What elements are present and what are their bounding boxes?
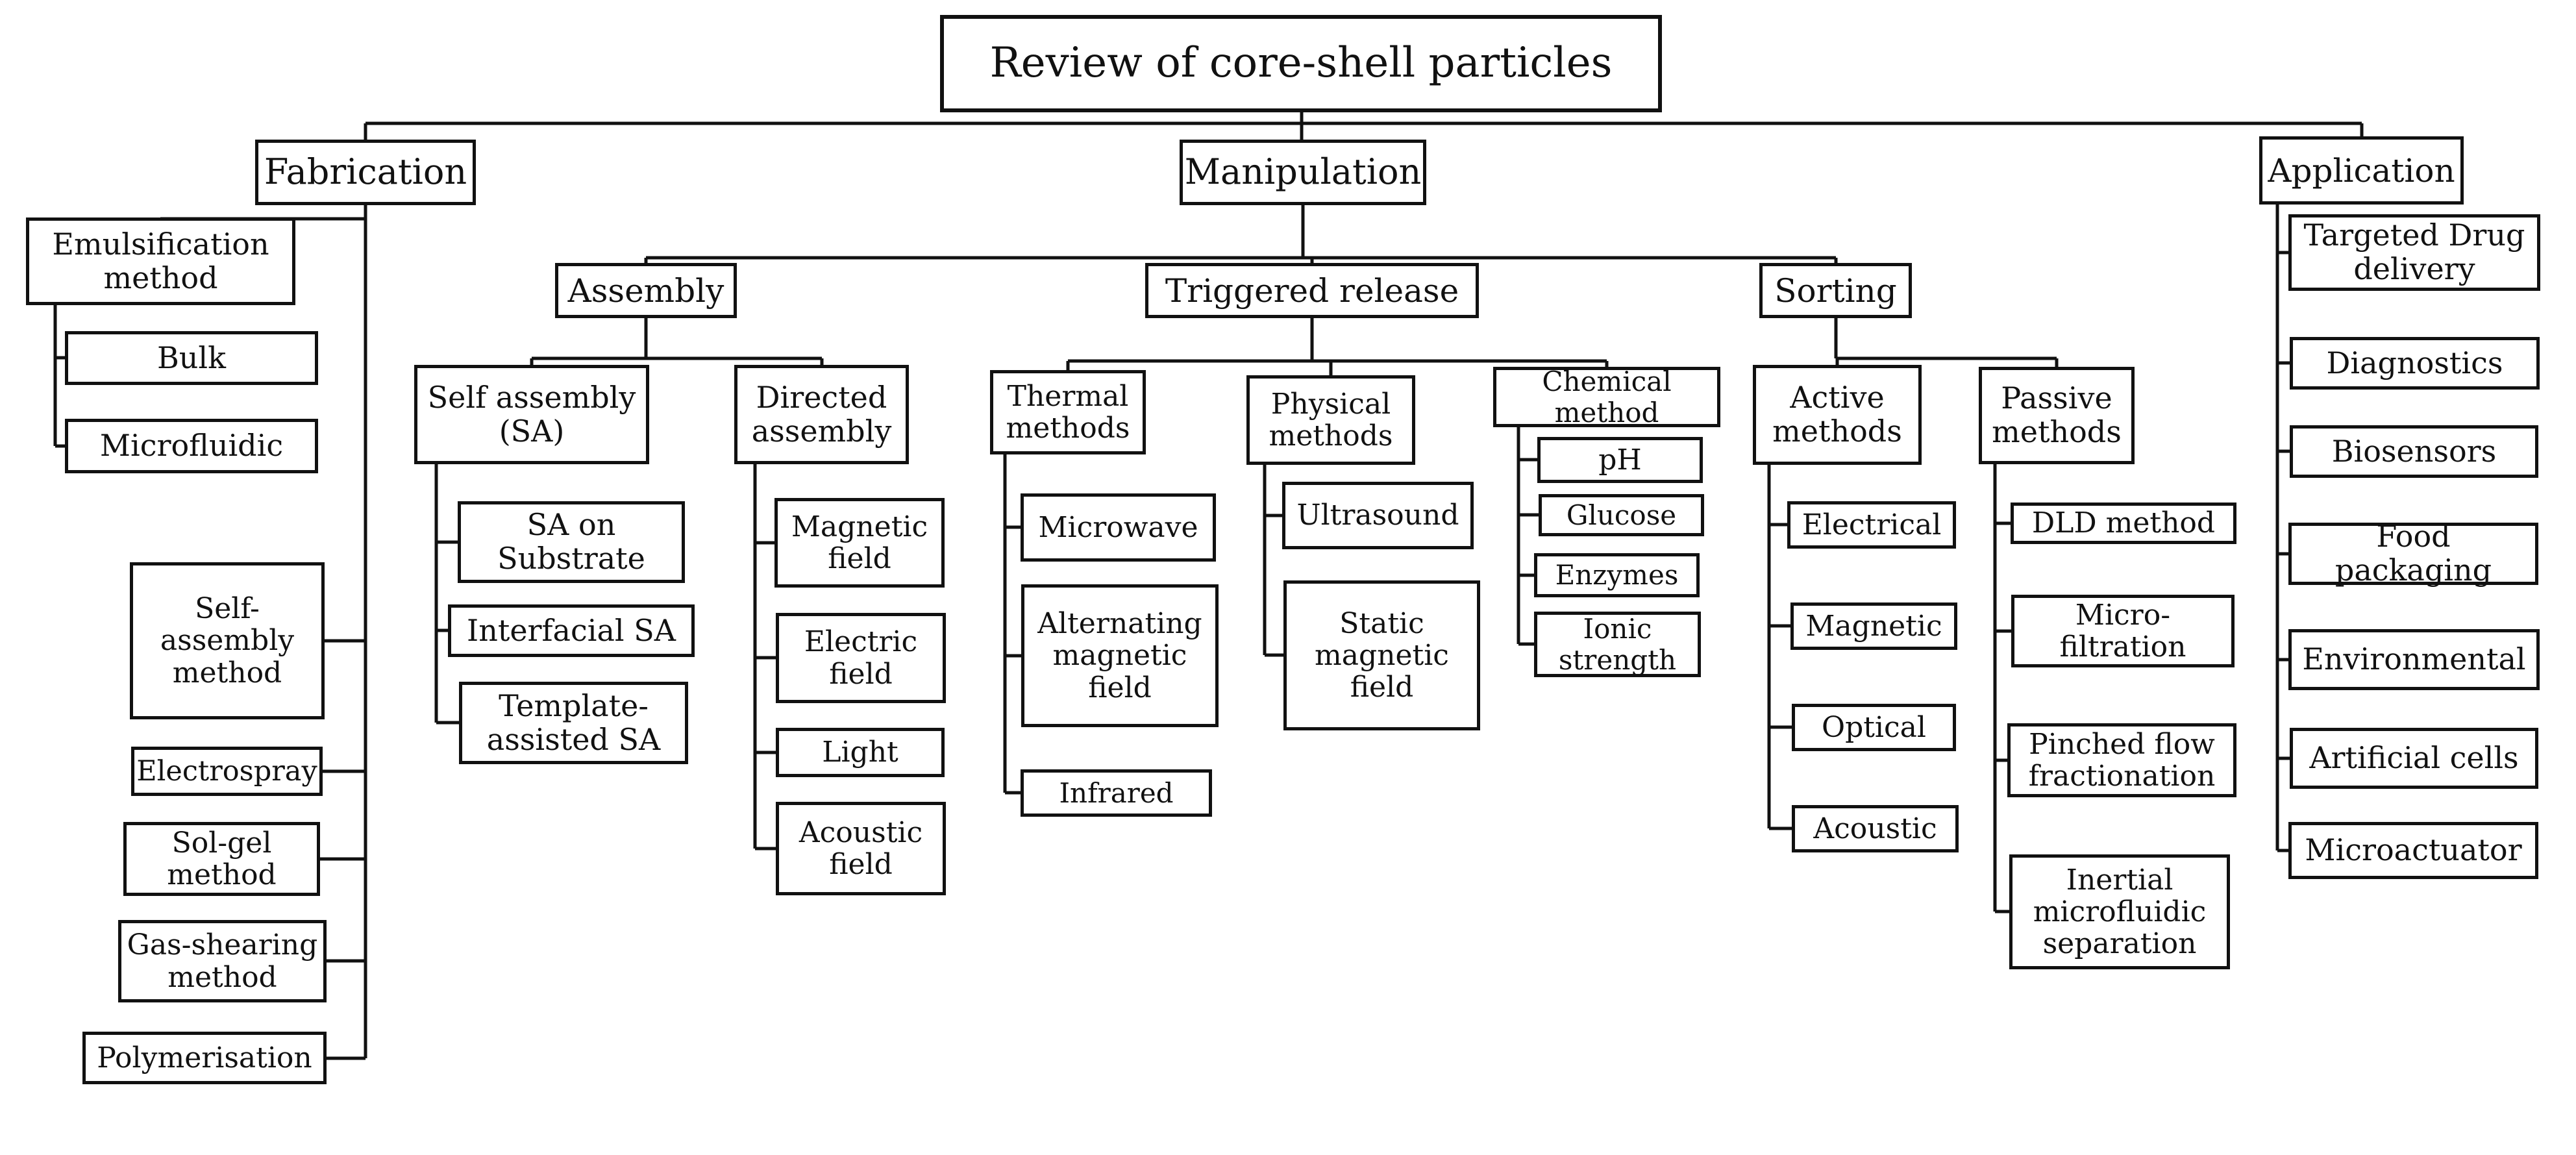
node-dld-method: DLD method bbox=[2011, 503, 2236, 544]
node-gas-shearing-method: Gas-shearing method bbox=[118, 920, 327, 1002]
node-bulk: Bulk bbox=[65, 331, 318, 385]
node-active-methods: Active methods bbox=[1753, 365, 1922, 465]
node-passive-methods: Passive methods bbox=[1979, 367, 2135, 464]
node-infrared: Infrared bbox=[1021, 769, 1212, 817]
node-manipulation: Manipulation bbox=[1180, 140, 1426, 205]
node-diagnostics: Diagnostics bbox=[2290, 337, 2540, 390]
node-environmental: Environmental bbox=[2288, 629, 2540, 690]
node-sol-gel-method: Sol-gel method bbox=[123, 822, 320, 896]
node-electrical: Electrical bbox=[1787, 501, 1956, 549]
node-sorting: Sorting bbox=[1759, 263, 1912, 318]
node-physical-methods: Physical methods bbox=[1246, 375, 1415, 465]
node-thermal-methods: Thermal methods bbox=[990, 370, 1146, 454]
node-fabrication: Fabrication bbox=[255, 140, 476, 205]
node-enzymes: Enzymes bbox=[1534, 553, 1700, 597]
node-emulsification-method: Emulsification method bbox=[26, 217, 295, 305]
node-application: Application bbox=[2259, 136, 2464, 205]
node-electric-field: Electric field bbox=[776, 613, 946, 703]
node-alternating-magnetic-field: Alternating magnetic field bbox=[1021, 584, 1219, 727]
node-template-assisted-sa: Template-assisted SA bbox=[459, 682, 688, 764]
node-targeted-drug-delivery: Targeted Drug delivery bbox=[2288, 214, 2540, 291]
node-title: Review of core-shell particles bbox=[940, 15, 1662, 112]
connectors-assembly bbox=[434, 318, 824, 851]
connectors-root bbox=[364, 112, 2364, 140]
node-self-assembly-sa: Self assembly (SA) bbox=[414, 365, 649, 464]
node-polymerisation: Polymerisation bbox=[82, 1032, 327, 1084]
node-directed-assembly: Directed assembly bbox=[734, 365, 909, 464]
node-light: Light bbox=[776, 728, 945, 777]
node-interfacial-sa: Interfacial SA bbox=[448, 604, 695, 657]
node-inertial-microfluidic-separation: Inertial microfluidic separation bbox=[2009, 854, 2230, 969]
node-microwave: Microwave bbox=[1021, 493, 1216, 562]
node-magnetic: Magnetic bbox=[1790, 602, 1957, 650]
node-acoustic: Acoustic bbox=[1792, 805, 1959, 852]
node-sa-on-substrate: SA on Substrate bbox=[458, 501, 685, 583]
node-triggered-release: Triggered release bbox=[1145, 263, 1479, 318]
node-ultrasound: Ultrasound bbox=[1282, 482, 1474, 549]
connectors-application bbox=[2275, 205, 2290, 852]
node-acoustic-field: Acoustic field bbox=[776, 802, 946, 895]
node-chemical-method: Chemical method bbox=[1493, 366, 1720, 428]
node-biosensors: Biosensors bbox=[2290, 425, 2538, 478]
node-ph: pH bbox=[1537, 437, 1703, 483]
node-optical: Optical bbox=[1792, 704, 1956, 751]
node-food-packaging: Food packaging bbox=[2288, 520, 2538, 587]
node-self-assembly-method: Self-assembly method bbox=[130, 562, 325, 719]
node-pinched-flow-fractionation: Pinched flow fractionation bbox=[2007, 723, 2236, 797]
node-ionic-strength: Ionic strength bbox=[1534, 612, 1701, 677]
node-electrospray: Electrospray bbox=[131, 747, 323, 796]
node-static-magnetic-field: Static magnetic field bbox=[1283, 580, 1480, 730]
connectors-manipulation bbox=[644, 205, 1838, 263]
node-micro-filtration: Micro-filtration bbox=[2011, 595, 2235, 667]
node-magnetic-field: Magnetic field bbox=[774, 498, 945, 588]
node-assembly: Assembly bbox=[555, 263, 737, 318]
node-glucose: Glucose bbox=[1539, 494, 1704, 536]
node-artificial-cells: Artificial cells bbox=[2290, 728, 2538, 789]
node-microfluidic: Microfluidic bbox=[65, 419, 318, 473]
connectors-sorting bbox=[1767, 318, 2059, 913]
connectors-triggered-release bbox=[1003, 318, 1609, 795]
node-microactuator: Microactuator bbox=[2288, 822, 2538, 879]
